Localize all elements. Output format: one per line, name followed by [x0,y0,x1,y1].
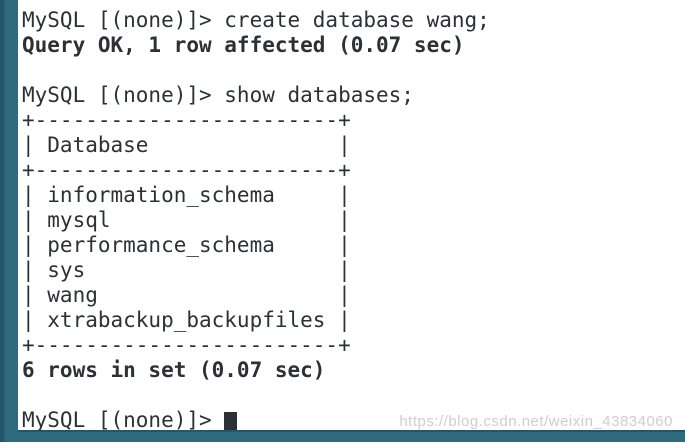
terminal-line: | xtrabackup_backupfiles | [22,308,351,332]
terminal-line: | performance_schema | [22,233,351,257]
terminal-line: MySQL [(none)]> show databases; [22,83,414,107]
terminal-line [22,383,685,408]
terminal-line: | Database | [22,133,351,157]
terminal-line: | information_schema | [22,183,351,207]
terminal-line: +------------------------+ [22,333,351,357]
terminal-line: | sys | [22,258,351,282]
terminal-bottom-border [0,430,685,442]
terminal-line: | mysql | [22,208,351,232]
terminal-line: MySQL [(none)]> create database wang; [22,8,490,32]
terminal-line: +------------------------+ [22,158,351,182]
terminal-output-area[interactable]: MySQL [(none)]> create database wang;Que… [18,0,685,430]
terminal-cursor[interactable] [224,412,238,430]
terminal-lines: MySQL [(none)]> create database wang;Que… [22,8,685,408]
terminal-left-border [0,0,18,442]
terminal-line: 6 rows in set (0.07 sec) [22,358,326,382]
terminal-prompt-line: MySQL [(none)]> [22,408,685,430]
terminal-line: Query OK, 1 row affected (0.07 sec) [22,33,465,57]
terminal-prompt: MySQL [(none)]> [22,408,225,430]
watermark-url: https://blog.csdn.net/weixin_43834060 [399,413,673,430]
terminal-line [22,58,685,83]
terminal-line: | wang | [22,283,351,307]
terminal-line: +------------------------+ [22,108,351,132]
